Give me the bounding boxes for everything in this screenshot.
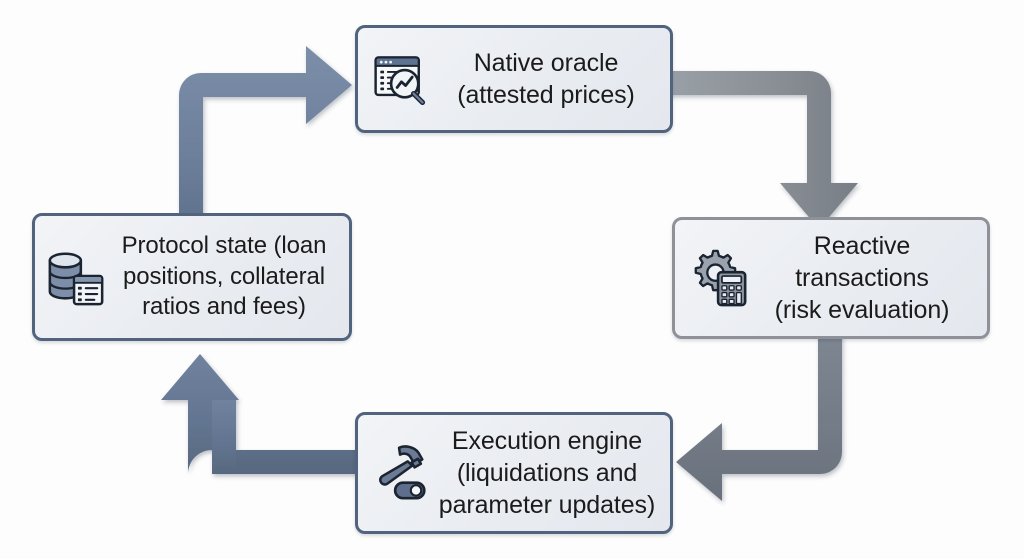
hammer-toggle-icon [368, 440, 434, 506]
node-label-native-oracle: Native oracle (attested prices) [457, 49, 635, 109]
node-execution-engine[interactable]: Execution engine (liquidations and param… [355, 412, 673, 534]
arrow-execution-to-protocol [161, 354, 359, 474]
arrow-protocol-to-oracle [179, 46, 352, 246]
node-label-reactive-transactions: Reactive transactions (risk evaluation) [774, 232, 950, 324]
node-label-protocol-state: Protocol state (loan positions, collater… [121, 231, 327, 321]
arrow-reactive-to-execution [676, 335, 842, 501]
database-document-icon [43, 244, 109, 310]
arrow-oracle-to-reactive [668, 71, 858, 229]
node-label-execution-engine: Execution engine (liquidations and param… [438, 427, 656, 519]
node-protocol-state[interactable]: Protocol state (loan positions, collater… [32, 213, 352, 341]
gear-calculator-icon [687, 245, 753, 311]
report-magnifier-icon [368, 47, 432, 111]
node-reactive-transactions[interactable]: Reactive transactions (risk evaluation) [672, 217, 990, 339]
node-native-oracle[interactable]: Native oracle (attested prices) [355, 25, 673, 133]
